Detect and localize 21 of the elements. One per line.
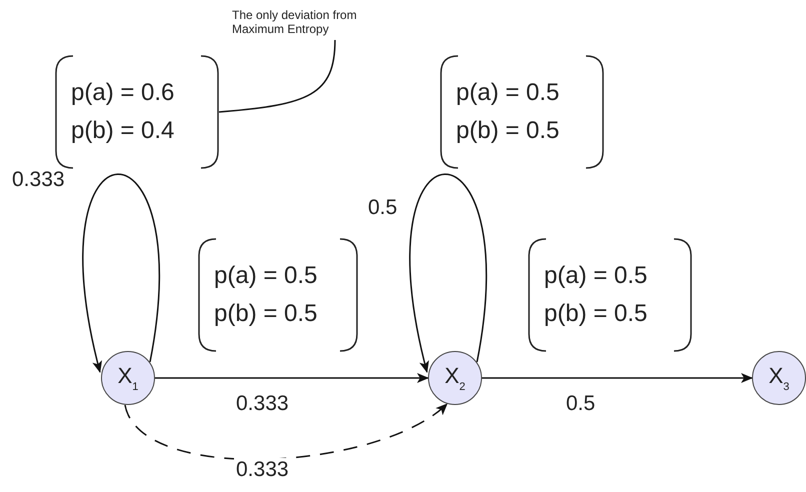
probability-text: p(b) = 0.5 bbox=[214, 300, 318, 328]
probability-bracket bbox=[198, 238, 358, 352]
probability-text: p(b) = 0.5 bbox=[456, 117, 560, 145]
arrow bbox=[82, 174, 160, 373]
probability-text: p(b) = 0.5 bbox=[544, 300, 648, 328]
probability-bracket bbox=[440, 55, 604, 169]
probability-text: p(b) = 0.4 bbox=[71, 117, 176, 145]
leader-line bbox=[218, 40, 336, 113]
state-circle: X$_{3}$ bbox=[752, 351, 806, 405]
probability-bracket bbox=[55, 55, 219, 169]
state-circle: X$_{2}$ bbox=[428, 351, 482, 405]
state-circle: X$_{1}$ bbox=[101, 351, 155, 405]
annotation-note: The only deviation from Maximum Entropy bbox=[232, 8, 412, 36]
arrow bbox=[155, 373, 429, 383]
probability-text: p(a) = 0.5 bbox=[544, 262, 648, 290]
arrow bbox=[482, 373, 753, 383]
probability-text: p(a) = 0.5 bbox=[214, 262, 318, 290]
probability-text: p(a) = 0.5 bbox=[456, 79, 560, 107]
probability-text: p(a) = 0.6 bbox=[71, 79, 176, 107]
probability-bracket bbox=[528, 238, 692, 352]
arrow bbox=[409, 174, 487, 373]
